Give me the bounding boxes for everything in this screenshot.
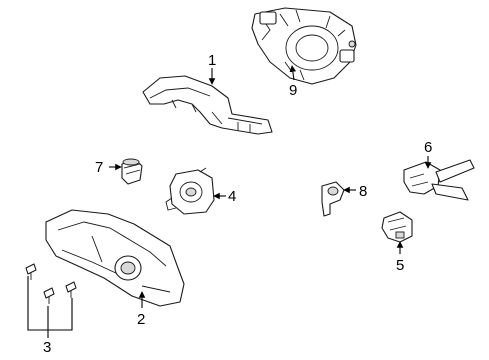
part-1-upper-shroud [142,75,273,135]
part-5-connector-block [381,211,413,243]
leader-9 [289,65,297,81]
callout-6: 6 [424,139,432,156]
part-7-connector [121,158,143,185]
leader-3-bracket [27,276,73,331]
screw-left [25,263,37,280]
callout-7: 7 [95,159,103,176]
screw-middle [43,287,55,304]
callout-8: 8 [359,183,367,200]
part-2-lower-shroud [45,209,185,307]
part-9-clockspring-assembly [251,7,357,85]
callout-4: 4 [228,188,236,205]
callout-3: 3 [43,339,51,356]
part-6-combination-switch [403,159,475,201]
leader-lines [27,65,432,338]
callout-1: 1 [208,52,216,69]
part-3-screws [25,263,77,304]
callout-2: 2 [137,311,145,328]
screw-right [65,281,77,298]
callout-9: 9 [289,82,297,99]
part-8-sensor [321,181,345,217]
part-4-lock-housing [165,167,215,215]
callout-5: 5 [396,257,404,274]
